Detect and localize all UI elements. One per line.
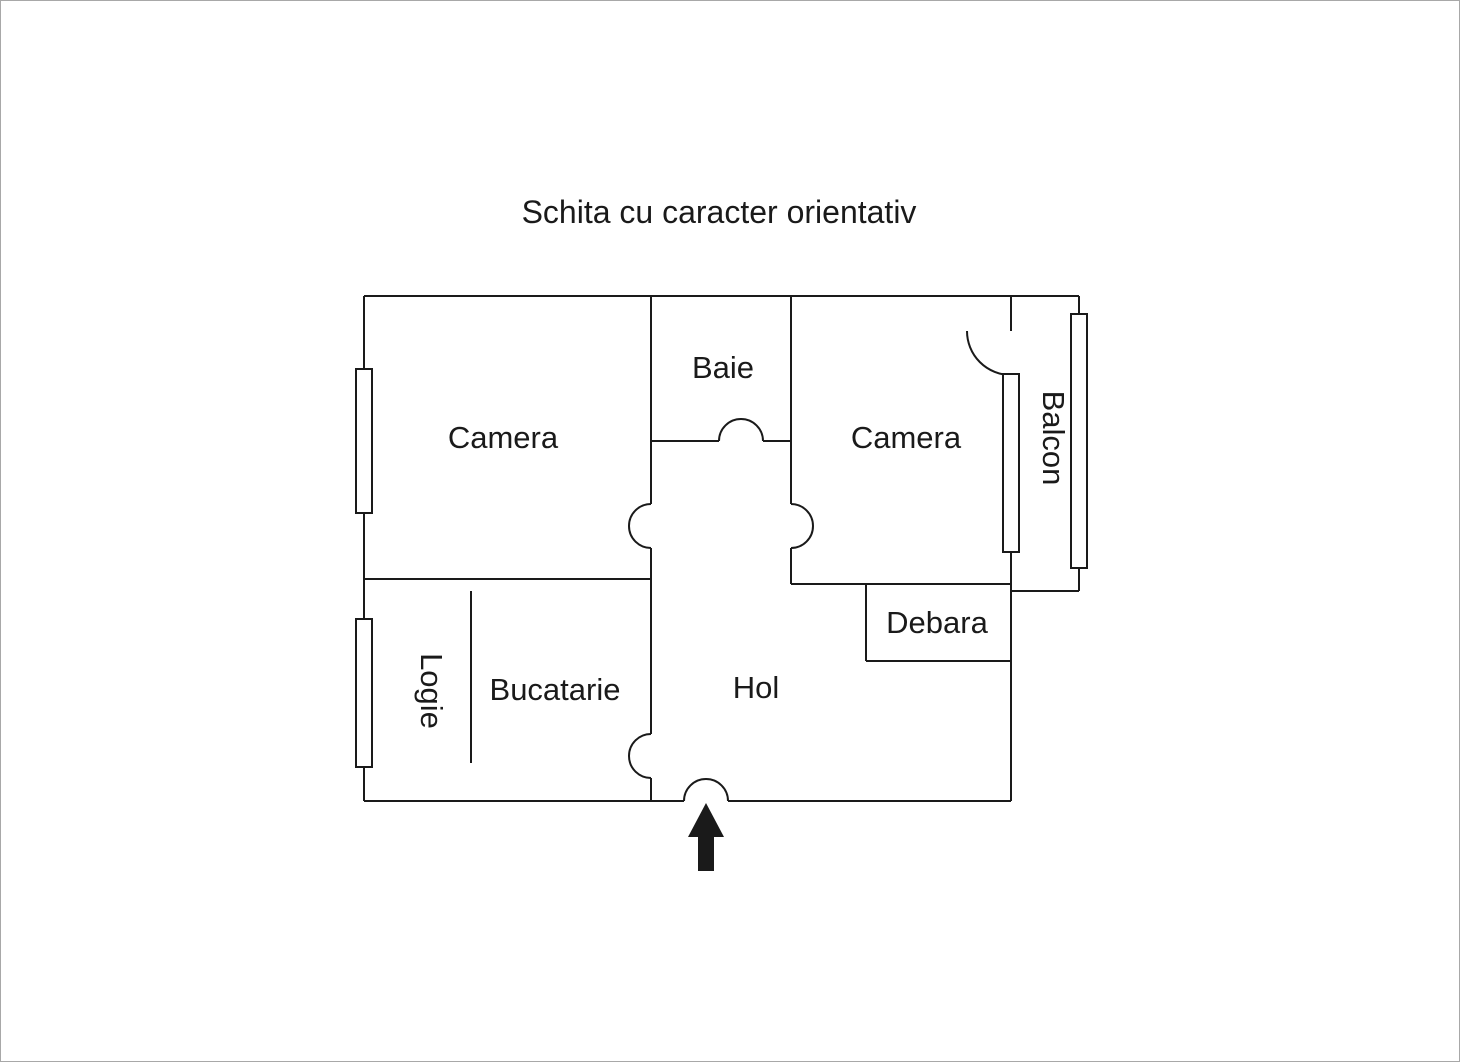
- room-label-hol: Hol: [733, 670, 780, 705]
- entrance-arrow-icon: [688, 803, 724, 871]
- door-arc-entrance: [683, 778, 729, 802]
- door-arc-camera-left: [628, 503, 652, 549]
- room-label-camera-right: Camera: [851, 420, 962, 455]
- interior-walls: [364, 296, 1011, 801]
- room-labels: Camera Baie Camera Balcon Debara Hol Buc…: [414, 350, 1071, 729]
- room-label-debara: Debara: [886, 605, 988, 640]
- room-label-balcon: Balcon: [1036, 391, 1071, 486]
- window-camera-right: [1002, 373, 1020, 553]
- door-arc-balcon: [966, 330, 1012, 376]
- room-label-logie: Logie: [414, 653, 449, 729]
- doors: [628, 330, 1012, 802]
- door-arc-bucatarie: [628, 733, 652, 779]
- room-label-baie: Baie: [692, 350, 754, 385]
- plan-title: Schita cu caracter orientativ: [522, 194, 917, 230]
- room-label-bucatarie: Bucatarie: [490, 672, 621, 707]
- window-camera-left: [355, 368, 373, 514]
- windows: [355, 313, 1088, 768]
- window-logie: [355, 618, 373, 768]
- room-label-camera-left: Camera: [448, 420, 559, 455]
- window-balcon: [1070, 313, 1088, 569]
- wall-debara: [865, 584, 1011, 662]
- door-arc-camera-right: [790, 503, 814, 549]
- door-arc-baie: [718, 418, 764, 442]
